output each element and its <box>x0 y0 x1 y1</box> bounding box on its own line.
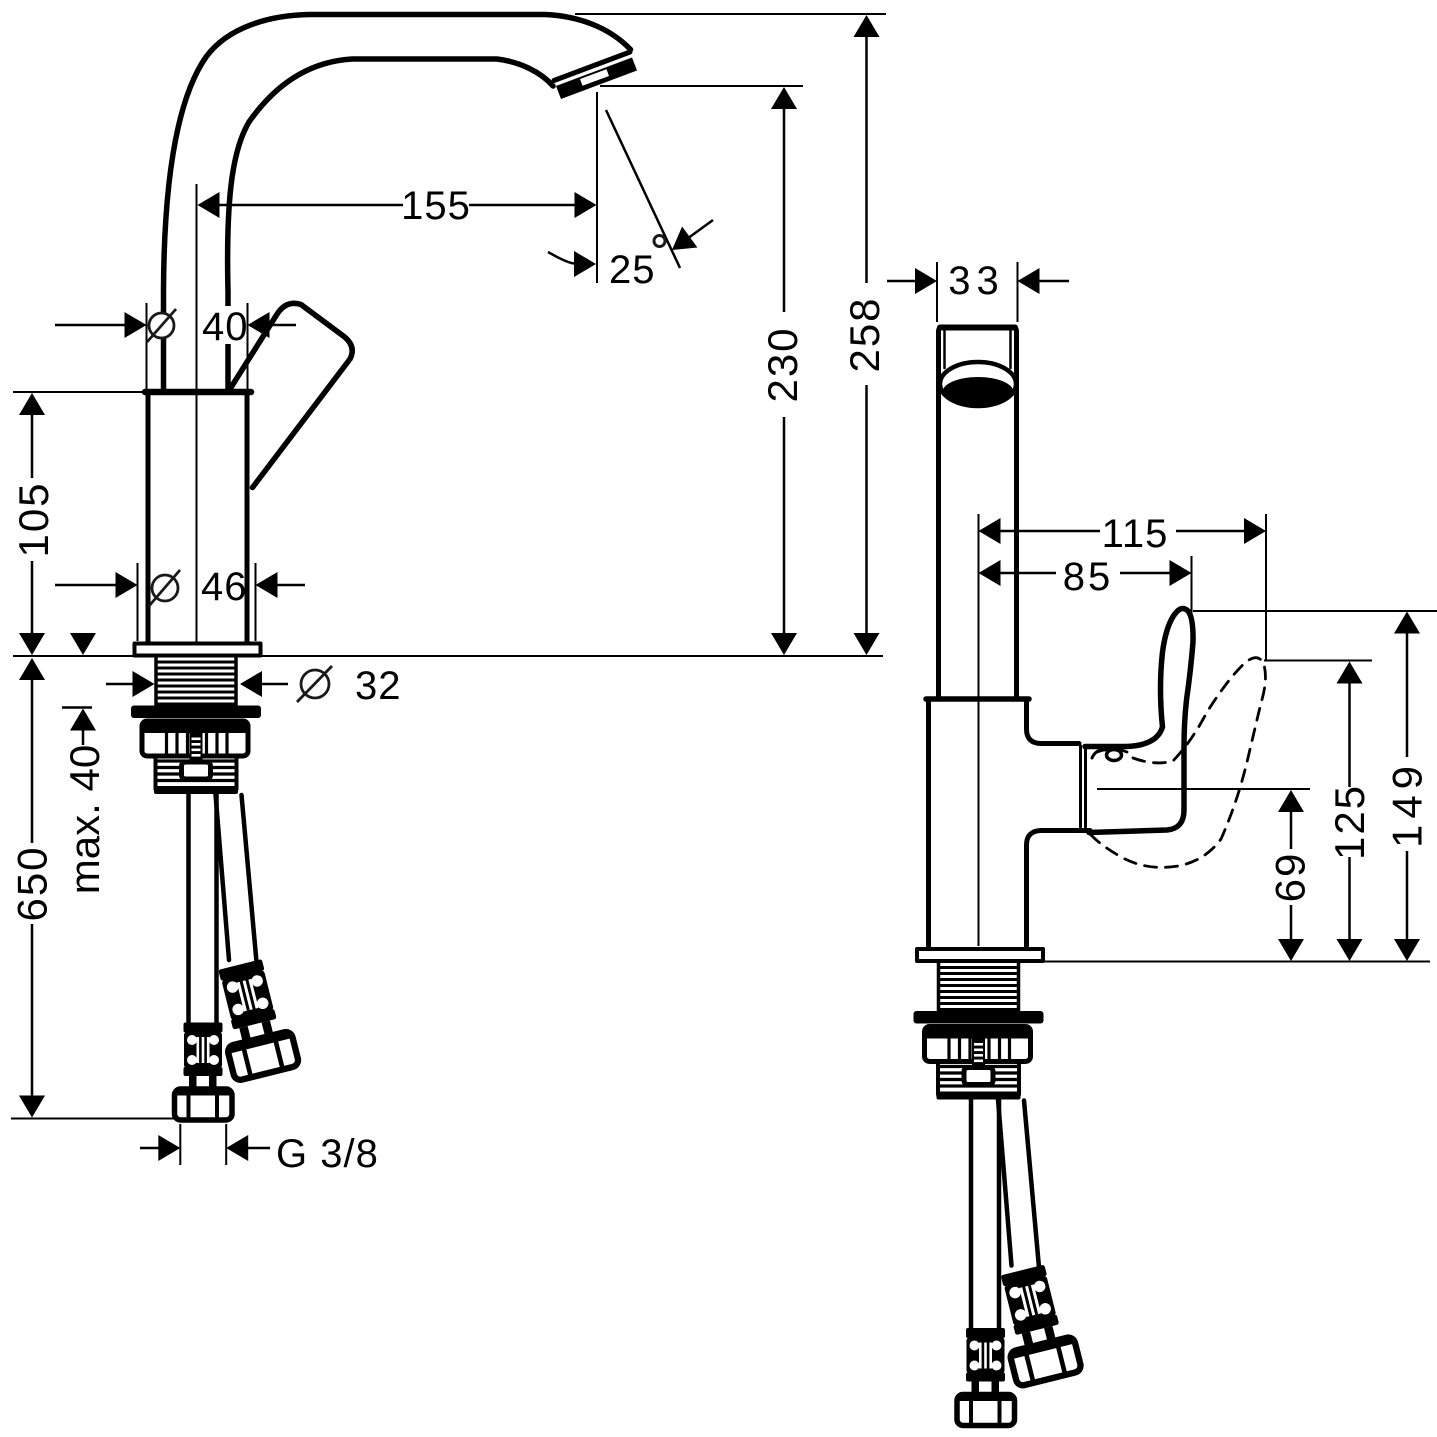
svg-text:155: 155 <box>401 184 471 228</box>
svg-text:115: 115 <box>1102 512 1169 556</box>
svg-text:G 3/8: G 3/8 <box>276 1132 379 1176</box>
svg-text:125: 125 <box>1326 784 1373 860</box>
svg-text:69: 69 <box>1267 852 1314 903</box>
svg-text:85: 85 <box>1063 555 1114 599</box>
svg-text:230: 230 <box>759 326 806 402</box>
svg-text:40: 40 <box>202 305 249 349</box>
svg-text:32: 32 <box>355 664 402 708</box>
svg-text:25: 25 <box>609 248 656 292</box>
svg-text:105: 105 <box>10 481 57 557</box>
svg-text:46: 46 <box>201 565 248 609</box>
svg-text:258: 258 <box>841 296 888 372</box>
svg-text:149: 149 <box>1384 760 1431 848</box>
svg-text:650: 650 <box>9 845 56 921</box>
svg-text:max. 40: max. 40 <box>61 745 108 894</box>
svg-text:33: 33 <box>948 259 1005 303</box>
